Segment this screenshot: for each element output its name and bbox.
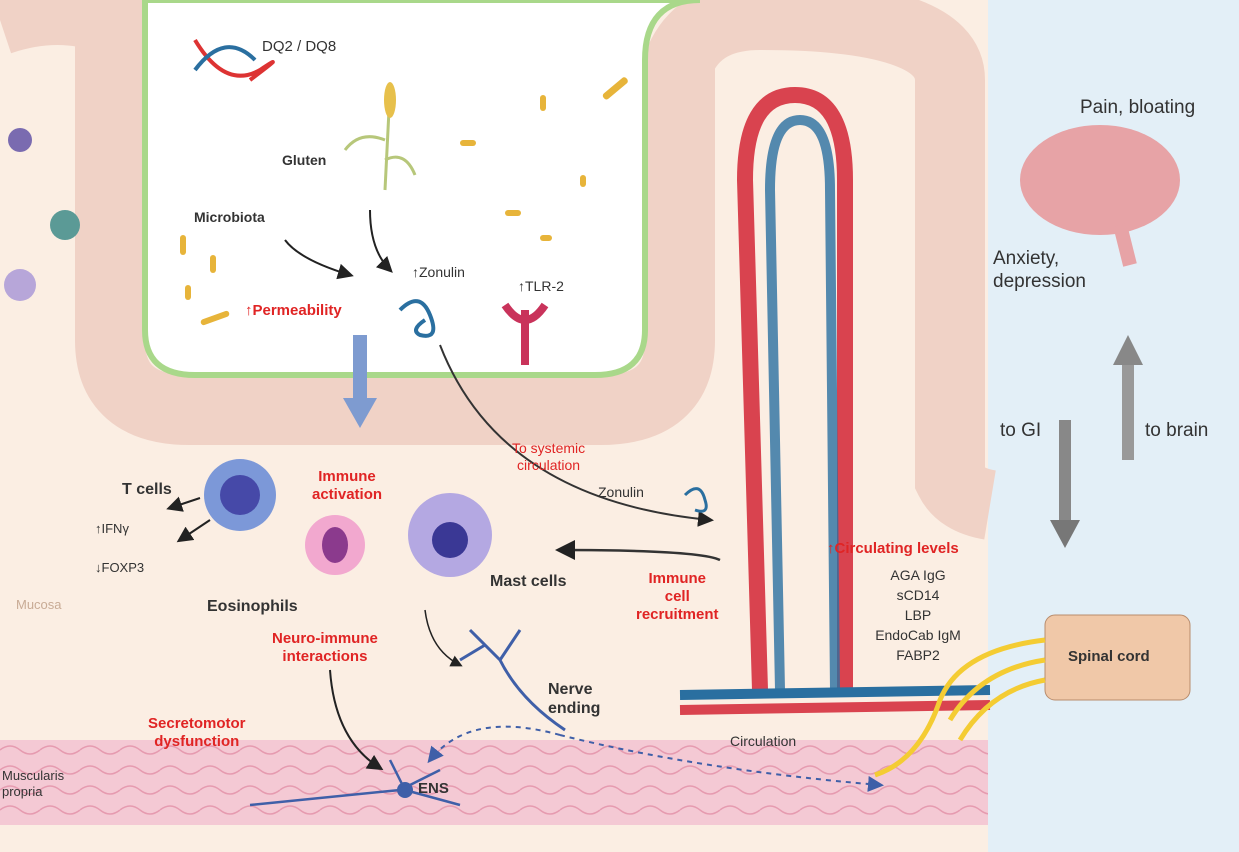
- to-gi-label: to GI: [1000, 420, 1042, 441]
- microbiota-icon: [180, 77, 628, 326]
- zonulin-up-label: ↑Zonulin: [412, 264, 465, 280]
- spinal-cord-label: Spinal cord: [1068, 648, 1150, 665]
- to-systemic-line1: To systemic: [512, 440, 586, 456]
- dq-label: DQ2 / DQ8: [262, 38, 337, 55]
- marker-lbp: LBP: [904, 607, 932, 623]
- brain-icon: [1020, 125, 1180, 235]
- secretomotor-line1: Secretomotor: [148, 715, 246, 732]
- dna-icon: [193, 38, 275, 82]
- ifng-label: ↑IFNγ: [95, 521, 129, 536]
- artery: [736, 86, 853, 691]
- nerve-ending-line1: Nerve: [548, 681, 593, 698]
- nerve-ending: [459, 628, 566, 732]
- immune-recruitment-line3: recruitment: [636, 606, 719, 623]
- immune-recruitment-line1: Immune: [648, 570, 707, 587]
- spinal-cord: [1044, 614, 1191, 701]
- marker-list: AGA IgG sCD14 LBP EndoCab IgM FABP2: [868, 565, 968, 665]
- anxiety-line2: depression: [993, 270, 1086, 292]
- marker-fabp2: FABP2: [896, 647, 940, 663]
- vein: [764, 114, 840, 691]
- eosinophils-label: Eosinophils: [207, 598, 298, 615]
- zonulin-label: Zonulin: [598, 484, 644, 500]
- neuro-immune-line1: Neuro-immune: [272, 630, 378, 647]
- pain-label: Pain, bloating: [1080, 97, 1196, 118]
- neuro-immune-line2: interactions: [282, 648, 368, 665]
- anxiety-label: Anxiety,depression: [993, 248, 1086, 294]
- secretomotor-line2: dysfunction: [154, 733, 240, 750]
- foxp3-label: ↓FOXP3: [95, 560, 145, 575]
- ens-label: ENS: [418, 780, 449, 797]
- marker-aga-igg: AGA IgG: [890, 567, 946, 583]
- muscularis-line2: propria: [2, 783, 43, 799]
- circulating-levels-label: ↑Circulating levels: [827, 540, 959, 557]
- to-brain-label: to brain: [1145, 420, 1209, 441]
- mast-cells-label: Mast cells: [490, 573, 567, 590]
- to-systemic-line2: circulation: [517, 456, 581, 473]
- artery-horizontal: [679, 700, 991, 715]
- zonulin-icon: [398, 299, 436, 338]
- zonulin-circulating-icon: [683, 487, 708, 513]
- vein-horizontal: [679, 685, 991, 700]
- immune-cell: [50, 210, 80, 240]
- tlr2-label: ↑TLR-2: [518, 278, 564, 294]
- muscularis-propria: [0, 740, 988, 825]
- immune-activation-line1: Immune: [318, 468, 376, 485]
- t-cells-label: T cells: [122, 481, 172, 498]
- microbiota-label: Microbiota: [194, 209, 265, 225]
- nerve-fibers: [874, 637, 1046, 778]
- nerve-ending-line2: ending: [548, 700, 601, 718]
- gluten-label: Gluten: [282, 152, 327, 168]
- marker-scd14: sCD14: [896, 587, 940, 603]
- muscularis-line1: Muscularis: [2, 768, 65, 783]
- marker-endocab-igm: EndoCab IgM: [875, 627, 961, 643]
- circulation-label: Circulation: [730, 733, 797, 749]
- immune-recruitment-line2: cell: [664, 588, 690, 605]
- permeability-label: ↑Permeability: [245, 302, 342, 319]
- anxiety-line1: Anxiety,: [993, 248, 1060, 269]
- nerve-ending-label: Nerve ending: [548, 680, 600, 718]
- immune-activation-line2: activation: [312, 486, 383, 503]
- mucosa-label: Mucosa: [16, 597, 62, 612]
- epithelium: [0, 0, 998, 540]
- gut-lumen: [142, 0, 701, 378]
